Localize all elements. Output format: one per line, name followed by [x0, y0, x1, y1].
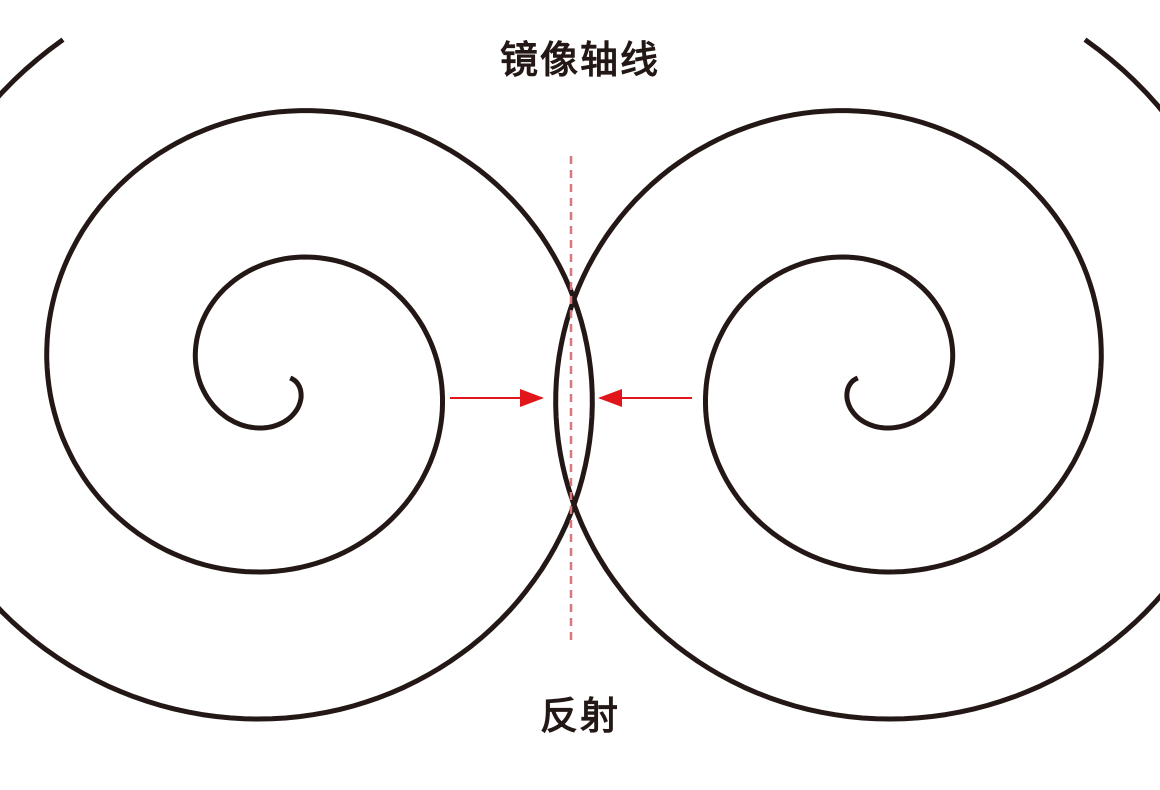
left-spiral-icon	[0, 37, 595, 722]
reflection-label: 反射	[539, 694, 620, 738]
mirror-axis-label: 镜像轴线	[499, 38, 660, 82]
right-mirrored-spiral-icon	[553, 37, 1160, 722]
